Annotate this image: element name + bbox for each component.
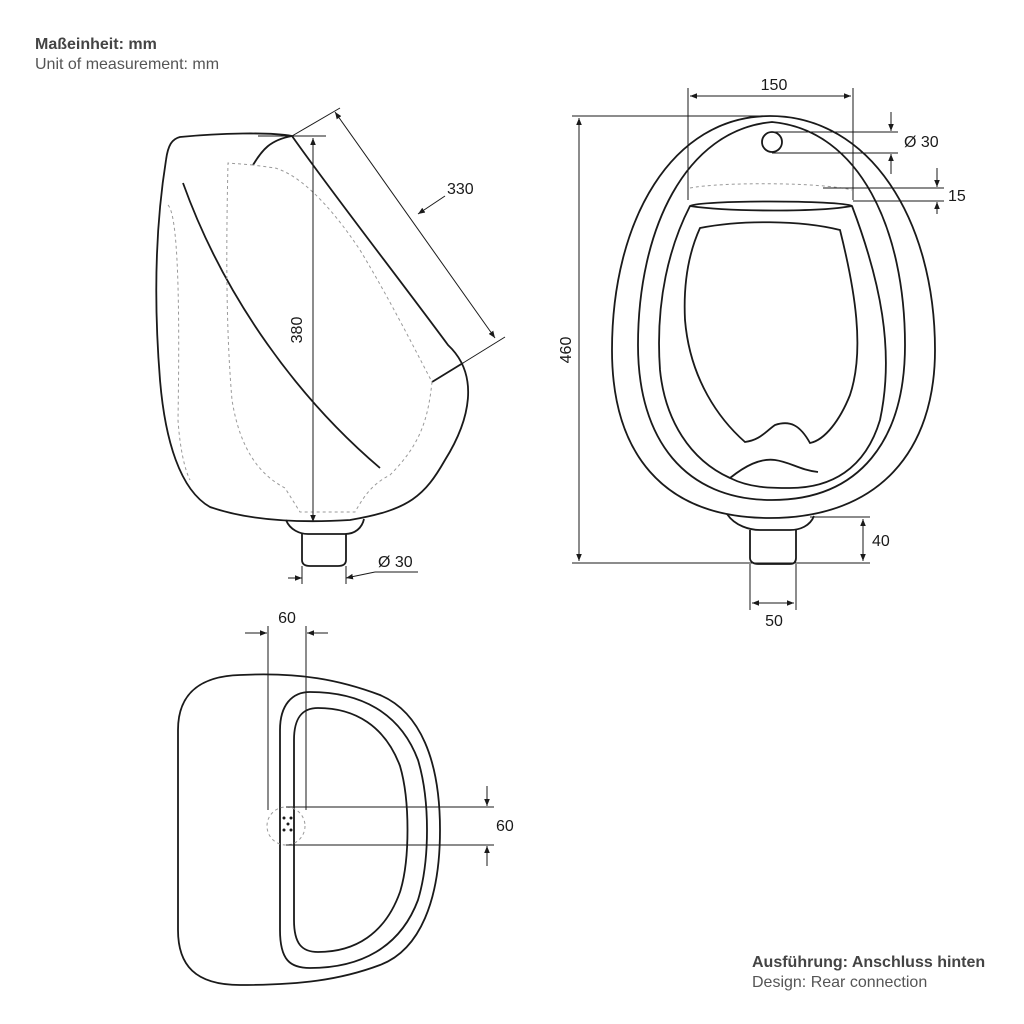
side-diag-ext-top [291, 107, 341, 137]
side-diag-label: 330 [447, 181, 474, 198]
top-view-bowl-inner [293, 707, 409, 953]
side-view-hidden-cavity [226, 162, 433, 513]
side-view-bowl-lip [431, 362, 464, 383]
side-diag-leader [417, 195, 446, 215]
side-view: 380 330 Ø 30 [155, 107, 506, 584]
design-caption-en: Design: Rear connection [752, 974, 928, 991]
top-view-outer-body [177, 673, 441, 986]
top-view: 60 60 [177, 610, 514, 986]
top-view-bowl-outer [279, 691, 428, 969]
front-width-label: 150 [761, 77, 788, 94]
side-view-outlet-pipe [301, 534, 347, 567]
front-outlet-height-label: 40 [872, 533, 890, 550]
top-hole-label: 60 [496, 818, 514, 835]
front-outlet-width-label: 50 [765, 613, 783, 630]
top-view-hidden-outlet [266, 806, 306, 846]
front-view-hidden-rim [689, 183, 853, 191]
front-view-outlet-collar [726, 513, 815, 531]
front-view-middle-rim [637, 121, 906, 501]
front-view-bowl-opening [683, 221, 859, 445]
unit-caption-de: Maßeinheit: mm [35, 36, 157, 53]
front-height-label: 460 [558, 337, 575, 364]
front-rim-label: 15 [948, 188, 966, 205]
side-diag-ext-bottom [462, 336, 506, 364]
side-diag-dim-line [334, 111, 496, 339]
front-inlet-label: Ø 30 [904, 134, 939, 151]
front-view-outer-body [611, 115, 936, 519]
front-view-trap-bottom [729, 458, 819, 479]
side-height-label: 380 [289, 317, 306, 344]
side-view-outlet-collar [285, 518, 365, 535]
design-caption: Ausführung: Anschluss hinten Design: Rea… [752, 953, 985, 993]
design-caption-de: Ausführung: Anschluss hinten [752, 954, 986, 971]
side-outlet-arrow-right [345, 571, 376, 580]
front-view-bowl-edge [689, 205, 853, 212]
side-view-inner-curve [182, 182, 381, 469]
front-view: 150 Ø 30 15 460 40 50 [558, 77, 966, 630]
top-offset-label: 60 [278, 610, 296, 627]
front-view-outlet-pipe [749, 530, 797, 565]
front-view-inlet-hole [761, 131, 783, 153]
side-view-bowl-rim [252, 135, 293, 166]
side-outlet-label: Ø 30 [378, 554, 413, 571]
unit-caption-en: Unit of measurement: mm [35, 56, 220, 73]
side-view-hidden-back [167, 204, 191, 481]
top-view-drain-holes [282, 816, 293, 832]
unit-caption: Maßeinheit: mm Unit of measurement: mm [35, 35, 219, 75]
